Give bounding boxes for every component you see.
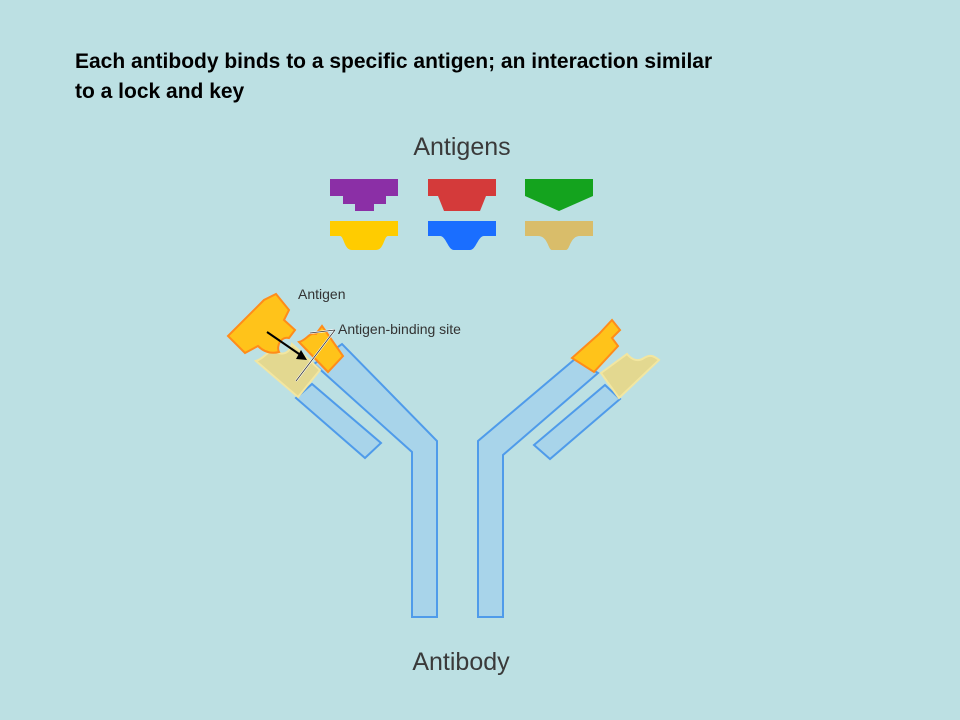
binding-arrow-head <box>296 350 307 360</box>
antigen-binding-site-label: Antigen-binding site <box>338 321 461 337</box>
antibody-heavy-chain-right <box>477 357 600 618</box>
detached-antigen <box>226 292 297 355</box>
binding-arrow <box>266 331 303 357</box>
caption-line-1: Each antibody binds to a specific antige… <box>75 50 713 73</box>
binding-site-pointer-1-dark <box>309 329 336 334</box>
binding-site-pointer-2-dark <box>295 329 336 382</box>
antigen-blue <box>428 221 496 250</box>
antigen-tan <box>525 221 593 250</box>
antigen-purple <box>330 179 398 211</box>
antigens-title: Antigens <box>413 133 510 161</box>
slide-caption: Each antibody binds to a specific antige… <box>75 47 915 107</box>
antibody-heavy-chain-left <box>312 342 438 618</box>
caption-line-2: to a lock and key <box>75 80 245 103</box>
antibody-light-chain-left <box>294 382 383 460</box>
antibody-title: Antibody <box>412 648 510 676</box>
antigen-green <box>525 179 593 211</box>
heavy-variable-region-right <box>570 318 622 374</box>
light-variable-region-right <box>599 352 661 400</box>
antigen-yellow <box>330 221 398 250</box>
antigen-label: Antigen <box>298 286 345 302</box>
antibody-light-chain-right <box>532 383 622 461</box>
antigen-red <box>428 179 496 211</box>
